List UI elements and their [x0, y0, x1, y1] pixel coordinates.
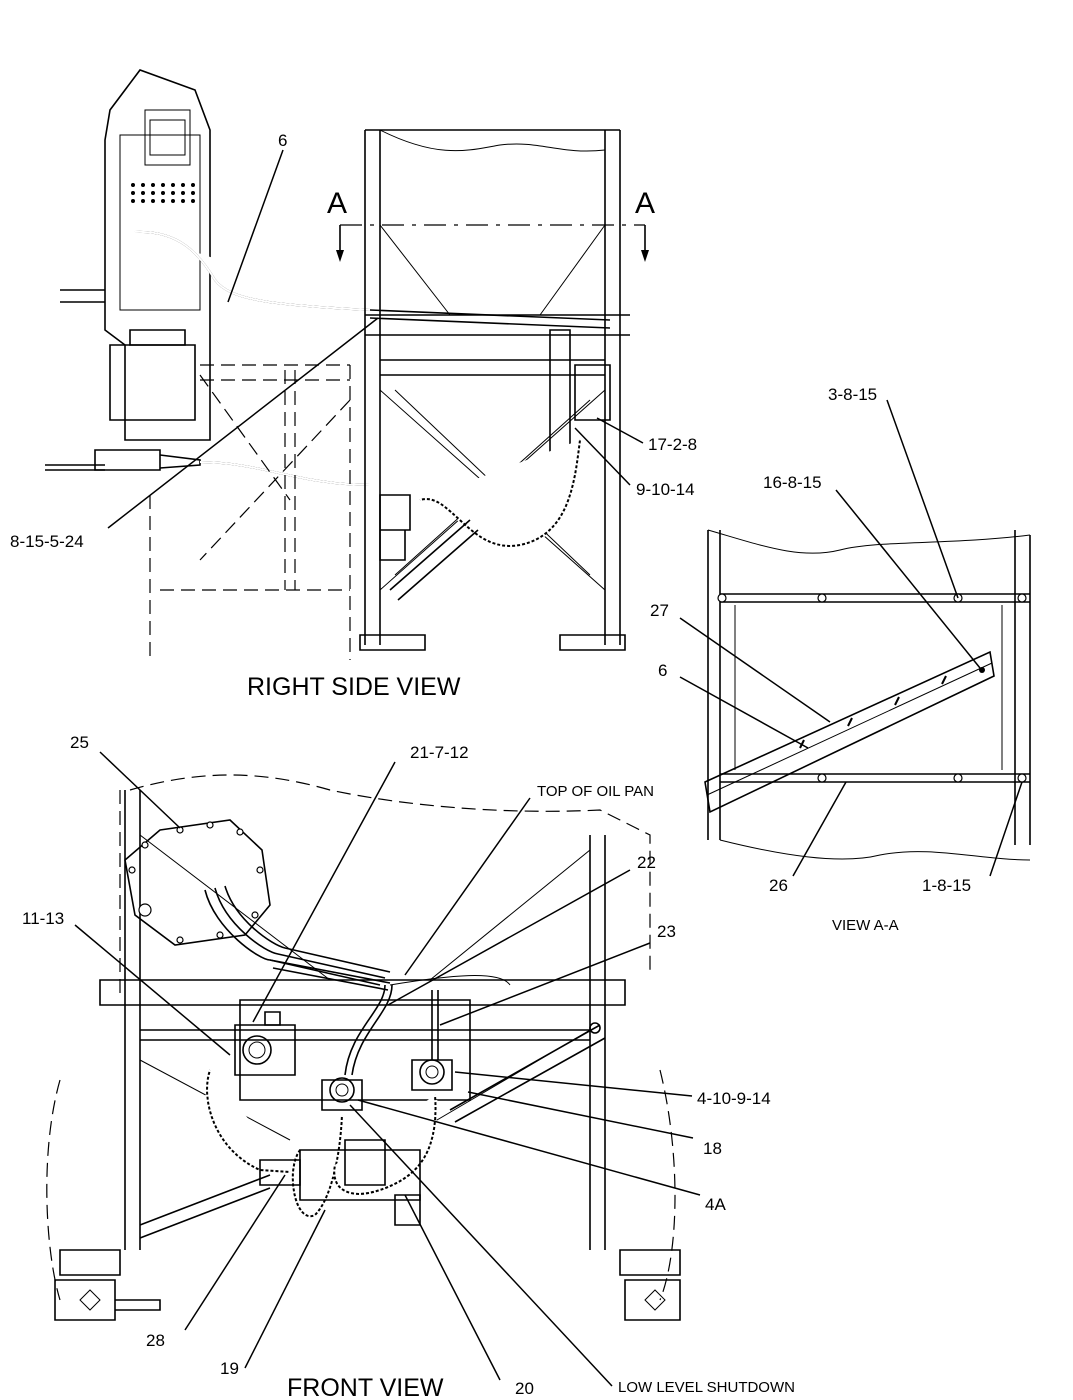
right-side-view-title: RIGHT SIDE VIEW — [247, 673, 461, 701]
callout-21-7-12: 21-7-12 — [410, 743, 469, 762]
front-view-title: FRONT VIEW — [287, 1374, 444, 1400]
callout-6-section: 6 — [658, 661, 667, 680]
callout-3-8-15: 3-8-15 — [828, 385, 877, 404]
callout-6: 6 — [278, 131, 287, 150]
callout-18: 18 — [703, 1139, 722, 1158]
callout-9-10-14: 9-10-14 — [636, 480, 695, 499]
section-mark-a-left: A — [327, 187, 347, 220]
callout-low-level-shutdown: LOW LEVEL SHUTDOWN — [618, 1379, 795, 1396]
callout-19: 19 — [220, 1359, 239, 1378]
callout-28: 28 — [146, 1331, 165, 1350]
section-aa-title: VIEW A-A — [832, 917, 899, 934]
callout-17-2-8: 17-2-8 — [648, 435, 697, 454]
callout-1-8-15: 1-8-15 — [922, 876, 971, 895]
callout-26: 26 — [769, 876, 788, 895]
callout-22: 22 — [637, 853, 656, 872]
callout-4-10-9-14: 4-10-9-14 — [697, 1089, 771, 1108]
callout-4a: 4A — [705, 1195, 726, 1214]
callout-27: 27 — [650, 601, 669, 620]
callout-25: 25 — [70, 733, 89, 752]
callout-11-13: 11-13 — [22, 909, 64, 928]
callout-top-of-oil-pan: TOP OF OIL PAN — [537, 783, 654, 800]
callout-16-8-15: 16-8-15 — [763, 473, 822, 492]
section-mark-a-right: A — [635, 187, 655, 220]
section-aa-drawing: 3-8-15 16-8-15 27 6 26 1-8-15 VIEW A-A — [650, 385, 1031, 934]
callout-8-15-5-24: 8-15-5-24 — [10, 532, 84, 551]
right-side-view-drawing: A A 6 8-15-5-24 17-2-8 9-10-14 RIGHT SID… — [10, 69, 697, 701]
front-view-drawing: 25 21-7-12 TOP OF OIL PAN 22 11-13 23 4-… — [22, 733, 795, 1400]
callout-20: 20 — [515, 1379, 534, 1398]
callout-23: 23 — [657, 922, 676, 941]
